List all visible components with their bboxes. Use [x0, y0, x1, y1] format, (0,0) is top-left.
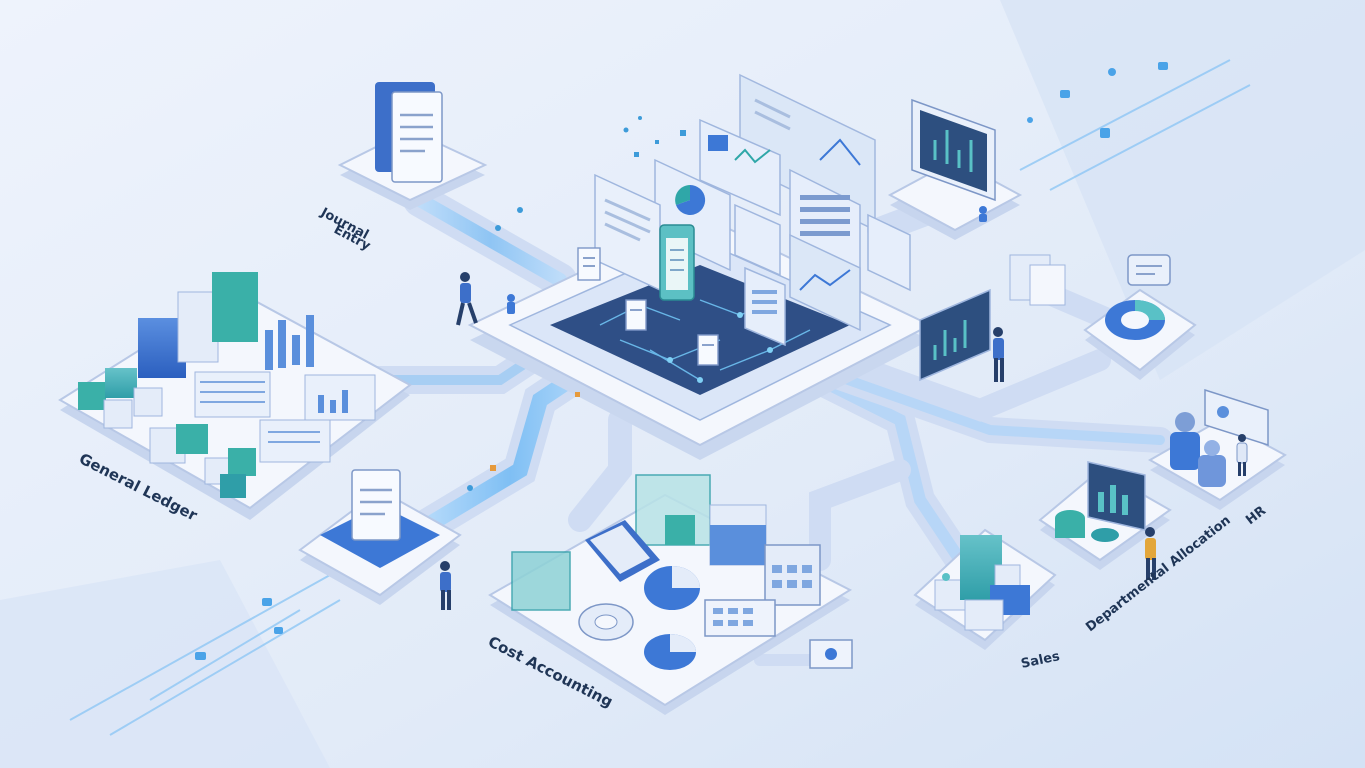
cube-icon	[511, 474, 767, 611]
bar-chart-icon	[138, 272, 258, 378]
donut-chart-icon	[1105, 300, 1165, 340]
bar-chart-icon	[265, 315, 314, 370]
cube-icon	[934, 535, 1030, 631]
screen-panel	[734, 203, 781, 277]
screen-panel	[699, 118, 781, 217]
monitor-icon	[919, 288, 991, 382]
monitor-icon	[911, 98, 996, 202]
presentation-board-icon	[1204, 388, 1269, 447]
document-icon	[375, 82, 443, 183]
server-icon	[809, 639, 853, 669]
intake-terminal-node	[298, 469, 462, 605]
monitor-icon	[1087, 461, 1146, 531]
screen-panel	[867, 213, 911, 292]
server-icon	[1009, 254, 1066, 306]
screen-panel	[744, 266, 786, 347]
person-icon	[993, 327, 1004, 382]
pie-chart-icon	[676, 184, 706, 215]
bg-shape	[0, 560, 330, 768]
analytics-donut-node	[1009, 254, 1197, 380]
chat-bubble-icon	[1127, 254, 1171, 286]
person-icon	[440, 561, 451, 610]
bg-shape	[1000, 0, 1365, 380]
table-icon	[194, 371, 376, 463]
flow-particles	[195, 62, 1168, 660]
pie-chart-icon	[578, 566, 700, 670]
screen-panel	[789, 233, 861, 332]
cylinder-icon	[1055, 510, 1119, 542]
hr-node: HR	[1147, 388, 1287, 528]
person-icon	[1236, 434, 1248, 476]
analytics-monitor	[919, 288, 1004, 382]
person-icon	[456, 272, 478, 326]
hub-particles	[467, 116, 950, 581]
person-icon	[979, 206, 987, 222]
floating-screens	[577, 73, 911, 366]
person-icon	[507, 294, 515, 314]
cube-icon	[78, 368, 163, 429]
person-icon	[1145, 527, 1156, 580]
incoming-flow-streaks	[69, 59, 1251, 736]
cube-icon	[149, 424, 256, 498]
document-icon	[697, 334, 719, 366]
sales-node: Sales	[913, 528, 1061, 672]
general-ledger-node: General Ledger	[58, 272, 412, 525]
calculator-icon	[585, 520, 821, 637]
workstation-node	[887, 98, 1023, 240]
document-icon	[577, 247, 601, 281]
document-icon	[351, 469, 401, 541]
document-icon	[659, 224, 695, 301]
person-icon	[1170, 412, 1226, 487]
document-icon	[625, 299, 647, 331]
